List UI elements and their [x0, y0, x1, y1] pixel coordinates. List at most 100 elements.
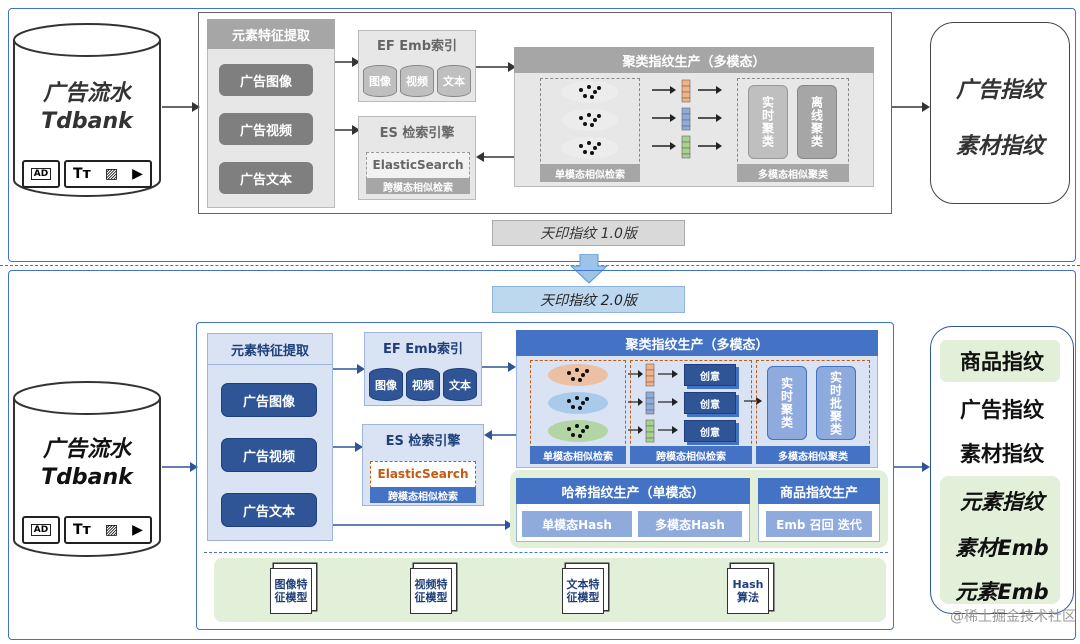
v2-ef-video: 视频 — [406, 368, 440, 401]
arrow-right-icon — [333, 364, 365, 374]
media-icons: Tт ▨ ▶ — [64, 516, 152, 544]
v1-output-box — [930, 22, 1070, 204]
v1-feature-text: 广告文本 — [219, 162, 313, 194]
v1-output-ad-fingerprint: 广告指纹 — [955, 78, 1044, 103]
v2-output-element-emb: 元素Emb — [955, 580, 1049, 604]
cluster-dots-icon — [562, 81, 618, 159]
v2-cluster-label-2: 跨模态相似检索 — [630, 446, 752, 464]
arrow-left-icon — [484, 430, 516, 440]
v2-output-product: 商品指纹 — [960, 350, 1044, 374]
v2-product-item: Emb 召回 迭代 — [766, 511, 872, 537]
down-arrow-icon — [570, 254, 608, 284]
v1-feature-image: 广告图像 — [219, 64, 313, 96]
v1-realtime-cluster: 实时聚类 — [748, 85, 788, 159]
v2-hash-single: 单模态Hash — [522, 511, 632, 537]
arrow-right-icon — [333, 520, 513, 530]
ad-icon: AD — [22, 516, 60, 544]
v1-feature-title: 元素特征提取 — [207, 19, 335, 49]
v2-creative-stack-1: 创意 — [684, 364, 736, 386]
v2-version-label: 天印指纹 2.0版 — [492, 286, 685, 313]
v1-offline-cluster: 离线聚类 — [797, 85, 837, 159]
v2-hash-multi: 多模态Hash — [638, 511, 742, 537]
v2-feature-text: 广告文本 — [221, 493, 317, 527]
v2-model-image: 图像特征模型 — [270, 568, 312, 614]
v1-es-title: ES 检索引擎 — [379, 125, 455, 141]
arrow-right-icon — [482, 362, 516, 372]
v2-model-text: 文本特征模型 — [562, 568, 604, 614]
arrow-right-icon — [744, 397, 762, 405]
v1-cluster-left-label: 单模态相似检索 — [540, 164, 640, 182]
v2-model-region — [214, 558, 886, 622]
embedding-stacks-icon — [652, 79, 722, 159]
ad-icon: AD — [22, 160, 60, 188]
v1-es-sub: 跨模态相似检索 — [366, 178, 470, 194]
v2-output-ad: 广告指纹 — [960, 398, 1044, 422]
v1-ef-image: 图像 — [363, 65, 397, 97]
source-subtitle: Tdbank — [41, 465, 133, 490]
v1-ef-title: EF Emb索引 — [376, 38, 458, 54]
v1-pipeline-frame — [198, 12, 892, 214]
video-icon: ▶ — [132, 166, 143, 182]
v2-output-highlight-1 — [940, 340, 1060, 382]
v1-cluster-right-label: 多模态相似聚类 — [737, 164, 849, 182]
v2-source-cylinder: 广告流水 Tdbank AD Tт ▨ ▶ — [12, 378, 162, 558]
cylinder-icon — [13, 23, 161, 197]
arrow-right-icon — [894, 462, 930, 472]
v2-pipeline-frame — [196, 322, 894, 630]
v2-feature-video: 广告视频 — [221, 438, 317, 472]
v1-feature-video: 广告视频 — [219, 113, 313, 145]
arrow-right-icon — [335, 57, 360, 67]
v2-output-element: 元素指纹 — [960, 490, 1044, 514]
v2-product-title: 商品指纹生产 — [758, 478, 880, 504]
v2-feature-image: 广告图像 — [221, 383, 317, 417]
v2-output-material-emb: 素材Emb — [955, 536, 1049, 560]
v2-outer-frame — [8, 270, 1076, 640]
v2-output-highlight-2 — [940, 476, 1060, 604]
image-icon: ▨ — [104, 522, 119, 538]
v2-es-name: ElasticSearch — [377, 467, 469, 481]
v2-ef-title: EF Emb索引 — [382, 341, 464, 357]
embedding-stacks-icon — [628, 363, 678, 443]
v1-version-label: 天印指纹 1.0版 — [492, 220, 685, 246]
v2-es-sub: 跨模态相似检索 — [370, 487, 476, 503]
v2-model-hash: Hash算法 — [727, 568, 769, 614]
source-title: 广告流水 — [42, 81, 131, 106]
arrow-right-icon — [476, 62, 516, 72]
v1-ef-video: 视频 — [400, 65, 434, 97]
cluster-dots-icon — [548, 364, 608, 442]
v2-model-divider — [204, 552, 888, 553]
v2-model-video: 视频特征模型 — [410, 568, 452, 614]
v1-ef-text: 文本 — [437, 65, 471, 97]
source-subtitle: Tdbank — [41, 109, 133, 134]
v2-es-title: ES 检索引擎 — [385, 433, 461, 449]
v2-cluster-label-3: 多模态相似聚类 — [756, 446, 870, 464]
v2-ef-text: 文本 — [443, 368, 477, 401]
v1-es-name: ElasticSearch — [372, 158, 464, 172]
v2-hash-title: 哈希指纹生产（单模态） — [516, 478, 750, 504]
v2-creative-stack-2: 创意 — [684, 392, 736, 414]
arrow-right-icon — [892, 102, 930, 112]
section-divider — [0, 265, 1080, 266]
v2-realtime-batch-cluster: 实时批聚类 — [816, 366, 856, 440]
source-title: 广告流水 — [42, 437, 131, 462]
arrow-left-icon — [476, 152, 516, 162]
v2-ef-image: 图像 — [369, 368, 403, 401]
v2-realtime-cluster: 实时聚类 — [767, 366, 807, 440]
v2-feature-title: 元素特征提取 — [207, 335, 333, 365]
arrow-right-icon — [335, 125, 360, 135]
text-icon: Tт — [73, 522, 91, 538]
arrow-right-icon — [162, 462, 198, 472]
arrow-right-icon — [162, 102, 200, 112]
v1-source-cylinder: 广告流水 Tdbank AD Tт ▨ ▶ — [12, 20, 162, 198]
watermark: @稀土掘金技术社区 — [950, 609, 1076, 625]
arrow-right-icon — [333, 442, 363, 452]
v2-cluster-label-1: 单模态相似检索 — [530, 446, 626, 464]
v2-output-box — [930, 326, 1074, 614]
v1-outer-frame — [8, 8, 1076, 262]
v2-output-material: 素材指纹 — [960, 442, 1044, 466]
media-icons: Tт ▨ ▶ — [64, 160, 152, 188]
text-icon: Tт — [73, 166, 91, 182]
v2-creative-stack-3: 创意 — [684, 420, 736, 442]
v1-cluster-title: 聚类指纹生产（多模态） — [514, 47, 874, 73]
v2-cluster-title: 聚类指纹生产（多模态） — [516, 330, 878, 356]
